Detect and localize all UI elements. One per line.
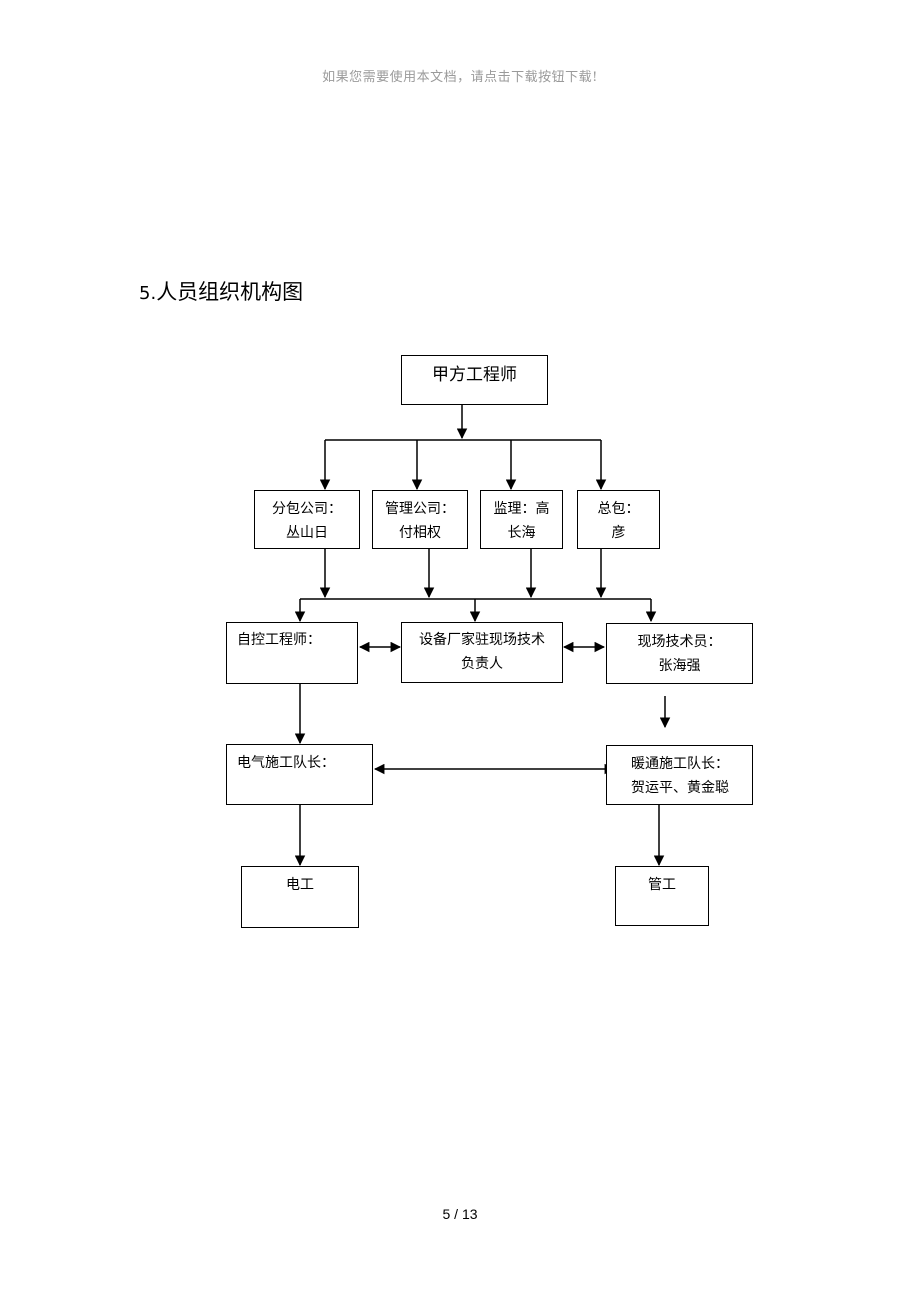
- electrician-label: 电工: [286, 877, 314, 893]
- hvac-captain-title: 暖通施工队长：: [631, 756, 729, 772]
- site-technician-title: 现场技术员：: [637, 634, 722, 650]
- hvac-captain-box: 暖通施工队长： 贺运平、黄金聪: [606, 745, 753, 805]
- electrical-captain-title: 电气施工队长：: [237, 755, 335, 771]
- page-number: 5 / 13: [442, 1206, 478, 1222]
- vendor-rep-box: 设备厂家驻现场技术 负责人: [401, 622, 563, 683]
- section-heading: 5.人员组织机构图: [139, 276, 303, 306]
- management-company-name: 付相权: [399, 525, 441, 541]
- hvac-captain-names: 贺运平、黄金聪: [631, 780, 729, 796]
- electrical-captain-box: 电气施工队长：: [226, 744, 373, 805]
- section-title: 人员组织机构图: [156, 280, 304, 304]
- general-contractor-box: 总包： 彦: [577, 490, 660, 549]
- general-contractor-name: 彦: [611, 525, 626, 541]
- site-technician-box: 现场技术员： 张海强: [606, 623, 753, 684]
- section-number: 5.: [139, 283, 157, 304]
- subcontractor-title: 分包公司：: [272, 501, 342, 517]
- general-contractor-title: 总包：: [597, 501, 640, 517]
- supervision-title: 监理：高: [493, 501, 550, 517]
- supervision-box: 监理：高 长海: [480, 490, 563, 549]
- management-company-box: 管理公司： 付相权: [372, 490, 468, 549]
- supervision-name: 长海: [507, 525, 536, 541]
- owner-engineer-box: 甲方工程师: [401, 355, 548, 405]
- vendor-rep-title: 设备厂家驻现场技术: [419, 632, 545, 648]
- owner-engineer-label: 甲方工程师: [432, 365, 517, 385]
- pipefitter-label: 管工: [648, 877, 676, 893]
- site-technician-name: 张海强: [658, 658, 701, 674]
- control-engineer-box: 自控工程师：: [226, 622, 358, 684]
- electrician-box: 电工: [241, 866, 359, 928]
- subcontractor-name: 丛山日: [286, 525, 328, 541]
- vendor-rep-role: 负责人: [461, 656, 503, 672]
- subcontractor-box: 分包公司： 丛山日: [254, 490, 360, 549]
- watermark-text: 如果您需要使用本文档，请点击下载按钮下载!: [322, 70, 598, 85]
- management-company-title: 管理公司：: [385, 501, 455, 517]
- control-engineer-title: 自控工程师：: [237, 632, 321, 648]
- pipefitter-box: 管工: [615, 866, 709, 926]
